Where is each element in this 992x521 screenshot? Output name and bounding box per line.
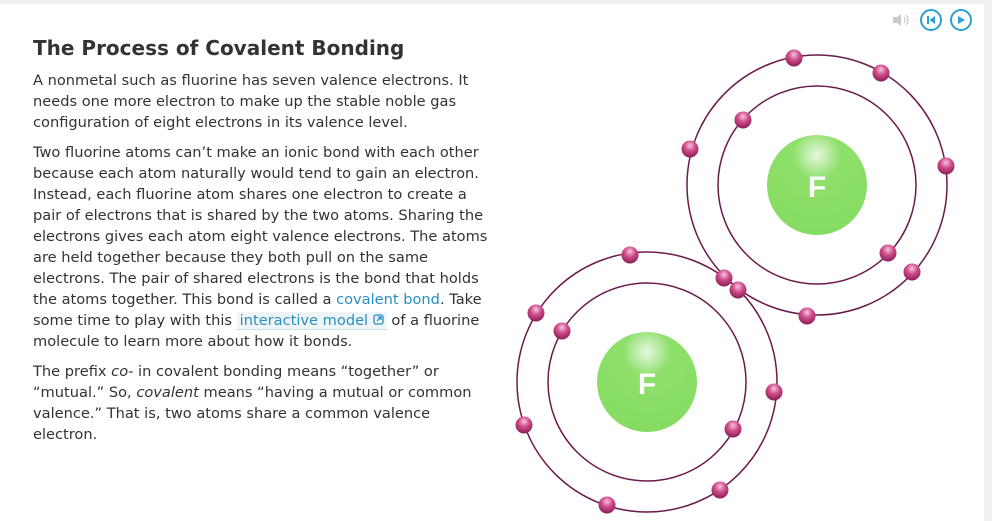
- electron: [879, 244, 897, 262]
- play-button[interactable]: [950, 9, 972, 31]
- electron: [872, 64, 890, 82]
- electrons: [515, 49, 955, 514]
- electron: [711, 481, 729, 499]
- electron: [527, 304, 545, 322]
- speaker-icon[interactable]: [890, 9, 912, 31]
- restart-button[interactable]: [920, 9, 942, 31]
- electron: [621, 246, 639, 264]
- external-link-icon: [373, 314, 384, 325]
- emphasis: co-: [111, 363, 134, 380]
- media-controls: [890, 9, 972, 31]
- atom-label: F: [638, 368, 656, 401]
- text: in covalent bonding means “together” or …: [33, 363, 439, 401]
- electron: [798, 307, 816, 325]
- text: . Take some time to play with this: [33, 291, 482, 329]
- electron: [515, 416, 533, 434]
- text: Two fluorine atoms can’t make an ionic b…: [33, 144, 488, 308]
- text: The prefix: [33, 363, 112, 380]
- atom-upper: F: [686, 54, 948, 316]
- electron: [715, 269, 733, 287]
- paragraph-1: A nonmetal such as fluorine has seven va…: [33, 72, 469, 131]
- interactive-model-link[interactable]: interactive model: [236, 312, 387, 330]
- content-card: [0, 4, 984, 521]
- text: means “having a mutual or common valence…: [33, 384, 472, 443]
- electron: [765, 383, 783, 401]
- electron: [903, 263, 921, 281]
- outer-orbit: [686, 54, 948, 316]
- text: of a fluorine molecule to learn more abo…: [33, 312, 480, 350]
- outer-orbit: [516, 251, 778, 513]
- article-body: A nonmetal such as fluorine has seven va…: [33, 70, 498, 454]
- link-label: interactive model: [239, 312, 369, 329]
- inner-orbit: [717, 85, 917, 285]
- atom-lower: F: [516, 251, 778, 513]
- electron: [724, 420, 742, 438]
- electron: [681, 140, 699, 158]
- electron: [734, 111, 752, 129]
- electron: [553, 322, 571, 340]
- emphasis: covalent: [136, 384, 199, 401]
- nucleus: [767, 135, 867, 235]
- electron: [729, 281, 747, 299]
- skip-back-icon: [927, 16, 935, 24]
- atom-label: F: [808, 171, 826, 204]
- play-icon: [958, 16, 965, 24]
- electron: [937, 157, 955, 175]
- covalent-bond-link[interactable]: covalent bond: [336, 291, 440, 308]
- inner-orbit: [547, 282, 747, 482]
- paragraph-2: Two fluorine atoms can’t make an ionic b…: [33, 142, 498, 352]
- page-title: The Process of Covalent Bonding: [33, 36, 405, 60]
- nucleus: [597, 332, 697, 432]
- electron: [598, 496, 616, 514]
- electron: [785, 49, 803, 67]
- paragraph-3: The prefix co- in covalent bonding means…: [33, 361, 498, 445]
